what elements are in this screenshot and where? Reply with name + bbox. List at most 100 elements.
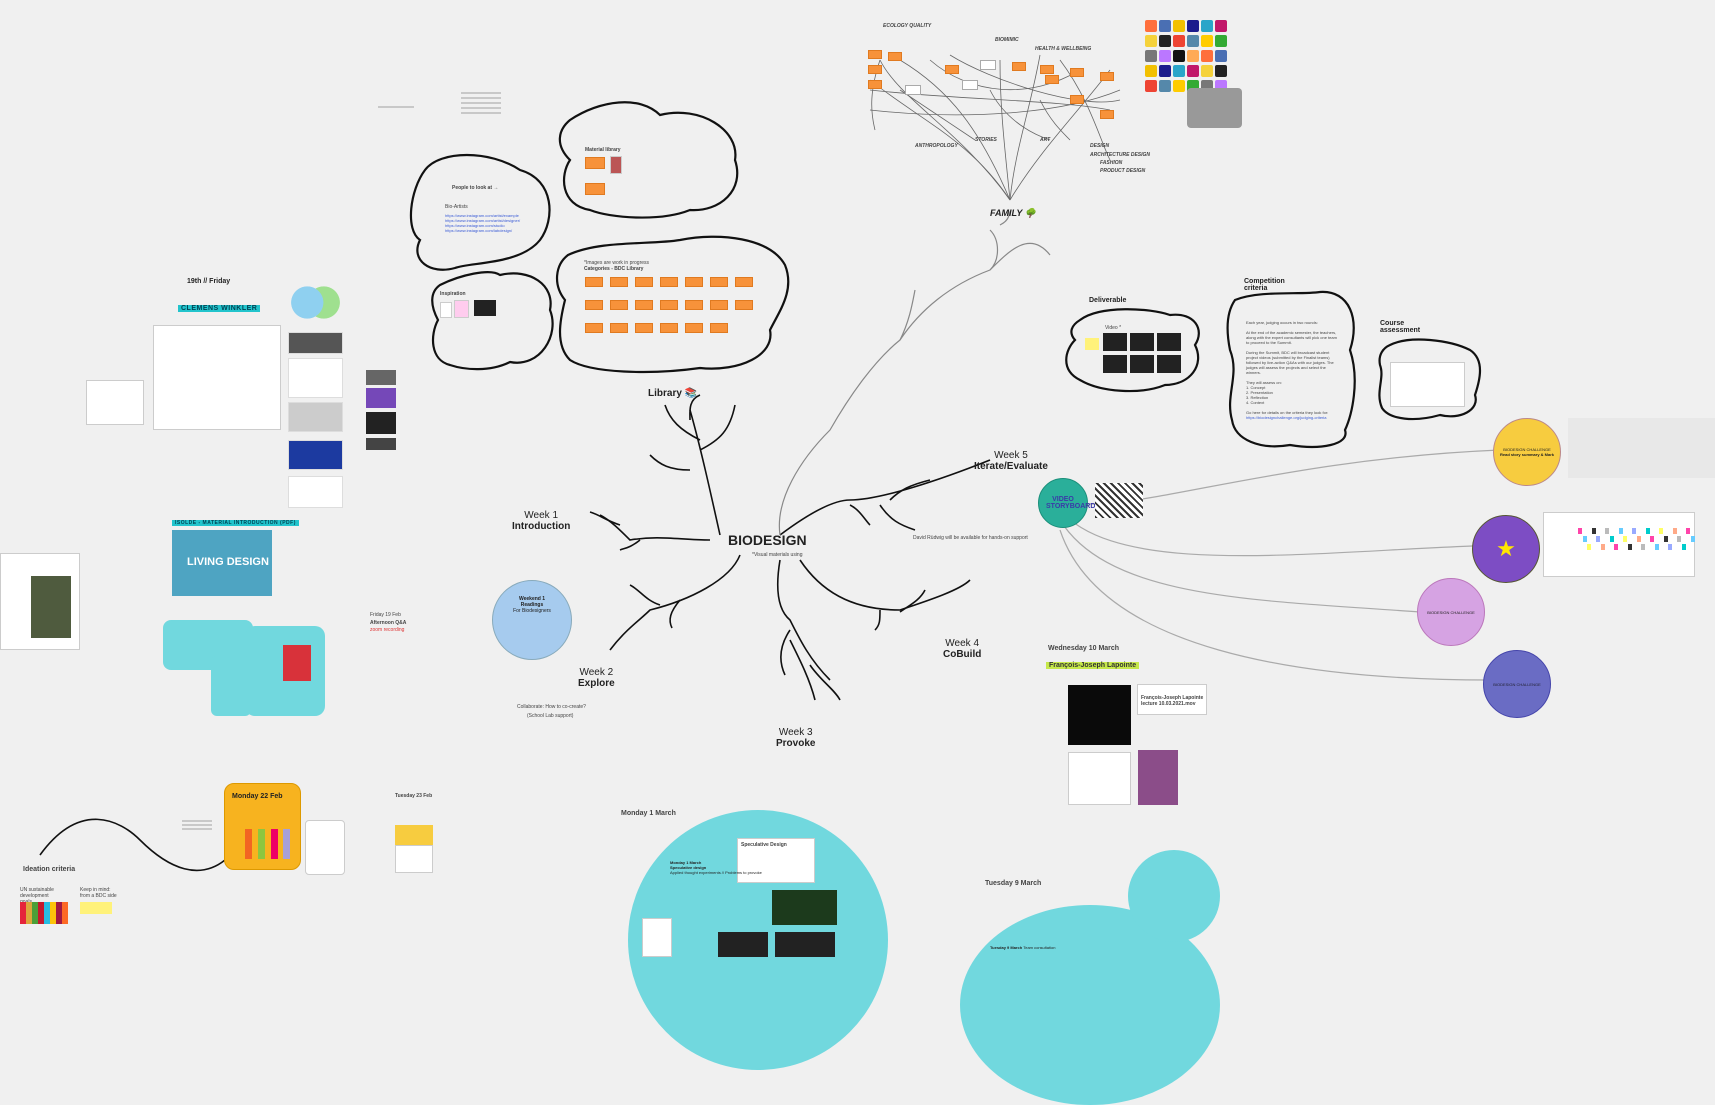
video-thumb[interactable] (1157, 333, 1181, 351)
lecture-book[interactable] (1138, 750, 1178, 805)
family-icon[interactable] (1187, 65, 1199, 77)
link[interactable]: https://www.instagram.com/artist/designe… (445, 218, 521, 223)
week3-label[interactable]: Week 3 Provoke (776, 727, 815, 749)
thumb-card[interactable] (366, 370, 396, 385)
link[interactable]: https://www.instagram.com/artist/example (445, 213, 519, 218)
family-icon[interactable] (1145, 65, 1157, 77)
strip-cell[interactable] (1659, 528, 1663, 534)
zoom-recording-link[interactable]: zoom recording (370, 627, 405, 633)
family-icon[interactable] (1145, 50, 1157, 62)
family-icon[interactable] (1159, 65, 1171, 77)
family-icon[interactable] (1173, 50, 1185, 62)
strip-cell[interactable] (1672, 528, 1677, 534)
sdg-grid[interactable] (20, 902, 68, 924)
strip-cell[interactable] (1618, 528, 1623, 534)
clemens-label[interactable]: CLEMENS WINKLER (178, 305, 261, 312)
tuesday9-small-circle[interactable] (1128, 850, 1220, 942)
strip-cell[interactable] (1623, 536, 1627, 542)
purple-circle[interactable]: ★ (1472, 515, 1540, 583)
family-icon[interactable] (1215, 50, 1227, 62)
venn-diagram[interactable] (288, 285, 343, 320)
thumb-card[interactable] (366, 412, 396, 434)
category-card[interactable] (610, 277, 628, 287)
video-storyboards-circle[interactable]: VIDEO STORYBOARDS (1038, 478, 1100, 528)
strip-cell[interactable] (1681, 544, 1686, 550)
family-card[interactable] (905, 85, 921, 95)
category-card[interactable] (635, 323, 653, 333)
category-card[interactable] (685, 277, 703, 287)
family-icon[interactable] (1187, 35, 1199, 47)
thumb-card[interactable] (288, 476, 343, 508)
strip-cell[interactable] (1627, 544, 1632, 550)
strip-cell[interactable] (1591, 528, 1596, 534)
inspiration-video[interactable] (474, 300, 496, 316)
family-icon[interactable] (1215, 65, 1227, 77)
monday22-side-card[interactable] (305, 820, 345, 875)
family-icon[interactable] (1201, 65, 1213, 77)
doc-thumb[interactable] (642, 918, 672, 957)
strip-cell[interactable] (1582, 536, 1587, 542)
video-thumb[interactable] (772, 890, 837, 925)
family-card[interactable] (888, 52, 902, 61)
strip-cell[interactable] (1654, 544, 1659, 550)
family-icon[interactable] (1173, 65, 1185, 77)
strip-cell[interactable] (1587, 544, 1591, 550)
family-card[interactable] (868, 65, 882, 74)
category-card[interactable] (660, 277, 678, 287)
category-card[interactable] (735, 277, 753, 287)
strip-cell[interactable] (1677, 536, 1681, 542)
category-card[interactable] (635, 300, 653, 310)
link[interactable]: https://biodesignchallenge.org/judging-c… (1246, 415, 1327, 420)
strip-cell[interactable] (1605, 528, 1609, 534)
strip-cell[interactable] (1600, 544, 1605, 550)
strip-cell[interactable] (1668, 544, 1672, 550)
family-icon[interactable] (1187, 20, 1199, 32)
wed10-name[interactable]: François-Joseph Lapointe (1046, 662, 1140, 669)
lecture-file[interactable]: François-Joseph Lapointe lecture 10.03.2… (1137, 684, 1207, 715)
lecture-video[interactable] (1068, 685, 1131, 745)
family-card[interactable] (1040, 65, 1054, 74)
family-icon[interactable] (1159, 35, 1171, 47)
family-icon[interactable] (1173, 80, 1185, 92)
category-card[interactable] (710, 300, 728, 310)
family-icon[interactable] (1145, 35, 1157, 47)
category-card[interactable] (585, 277, 603, 287)
strip-cell[interactable] (1650, 536, 1654, 542)
strip-cell[interactable] (1609, 536, 1614, 542)
strip-cell[interactable] (1636, 536, 1641, 542)
strip-cell[interactable] (1663, 536, 1668, 542)
family-card[interactable] (868, 50, 882, 59)
category-card[interactable] (735, 300, 753, 310)
family-icon[interactable] (1173, 35, 1185, 47)
purple-board[interactable] (1543, 512, 1695, 577)
library-label[interactable]: Library 📚 (648, 388, 697, 399)
link[interactable]: https://www.instagram.com/labdesign/ (445, 228, 513, 233)
thumb-card[interactable] (288, 332, 343, 354)
category-card[interactable] (710, 277, 728, 287)
family-icon[interactable] (1201, 50, 1213, 62)
week4-label[interactable]: Week 4 CoBuild (943, 638, 981, 660)
material-card-thumb[interactable] (610, 156, 622, 174)
category-card[interactable] (660, 323, 678, 333)
video-thumb[interactable] (775, 932, 835, 957)
category-card[interactable] (660, 300, 678, 310)
family-card[interactable] (1012, 62, 1026, 71)
family-icon[interactable] (1159, 80, 1171, 92)
link[interactable]: https://www.instagram.com/studio (445, 223, 505, 228)
monday22-card[interactable]: Monday 22 Feb (224, 783, 301, 870)
family-icon[interactable] (1215, 35, 1227, 47)
strip-cell[interactable] (1614, 544, 1618, 550)
clemens-board[interactable] (153, 325, 281, 430)
lecture-doc[interactable] (1068, 752, 1131, 805)
week5-label[interactable]: Week 5 Iterate/Evaluate (974, 450, 1048, 472)
family-card[interactable] (1100, 110, 1114, 119)
thumb-card[interactable] (366, 388, 396, 408)
thumb-card[interactable] (288, 440, 343, 470)
family-card[interactable] (1070, 95, 1084, 104)
family-icon[interactable] (1215, 20, 1227, 32)
category-card[interactable] (585, 300, 603, 310)
sticky-note[interactable] (1085, 338, 1099, 350)
category-card[interactable] (635, 277, 653, 287)
tuesday23-doc[interactable] (395, 845, 433, 873)
video-thumb[interactable] (1130, 333, 1154, 351)
